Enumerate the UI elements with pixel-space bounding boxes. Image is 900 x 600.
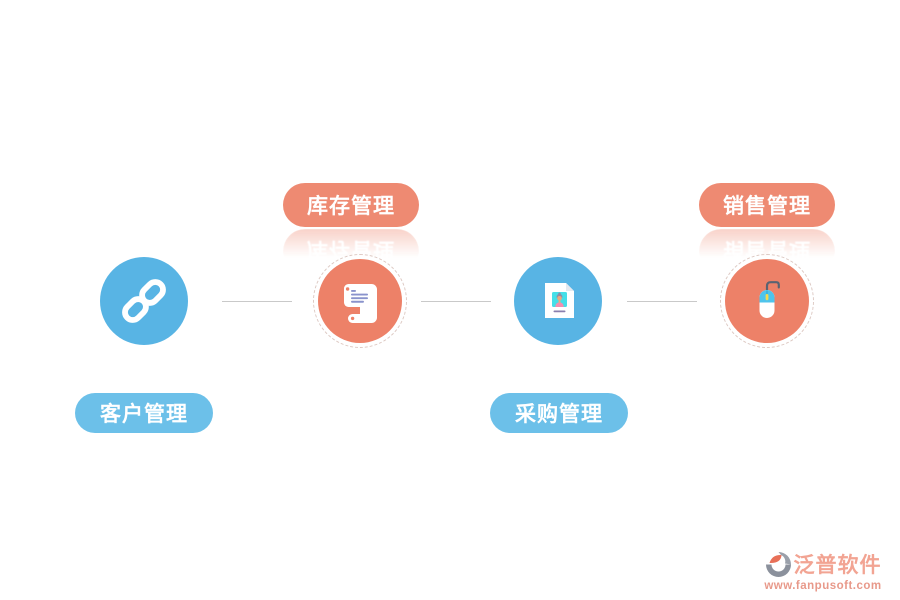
label-text: 库存管理 — [307, 195, 395, 218]
connector-line — [627, 301, 697, 302]
label-text: 采购管理 — [515, 403, 603, 426]
label-pill-customer: 客户管理 — [75, 393, 213, 433]
scroll-icon — [344, 284, 377, 323]
node-circle-inventory — [313, 254, 407, 348]
label-text: 客户管理 — [100, 403, 188, 426]
id-card-icon — [545, 283, 574, 318]
dashed-ring — [720, 254, 814, 348]
connector-line — [421, 301, 491, 302]
dashed-ring — [313, 254, 407, 348]
computer-mouse-icon — [759, 281, 780, 318]
brand-name: 泛普软件 — [793, 554, 882, 577]
node-circle-sales — [720, 254, 814, 348]
connector-line — [222, 301, 292, 302]
label-text: 销售管理 — [723, 195, 811, 218]
label-pill-sales: 销售管理 — [699, 183, 835, 227]
fanpu-logo-icon — [765, 551, 791, 577]
label-pill-purchase: 采购管理 — [490, 393, 628, 433]
node-circle-purchase — [514, 257, 602, 345]
brand-website: www.fanpusoft.com — [764, 580, 882, 592]
node-circle-customer — [100, 257, 188, 345]
label-pill-inventory: 库存管理 — [283, 183, 419, 227]
chain-link-icon — [122, 279, 166, 323]
footer-logo: 泛普软件 www.fanpusoft.com — [752, 549, 894, 592]
